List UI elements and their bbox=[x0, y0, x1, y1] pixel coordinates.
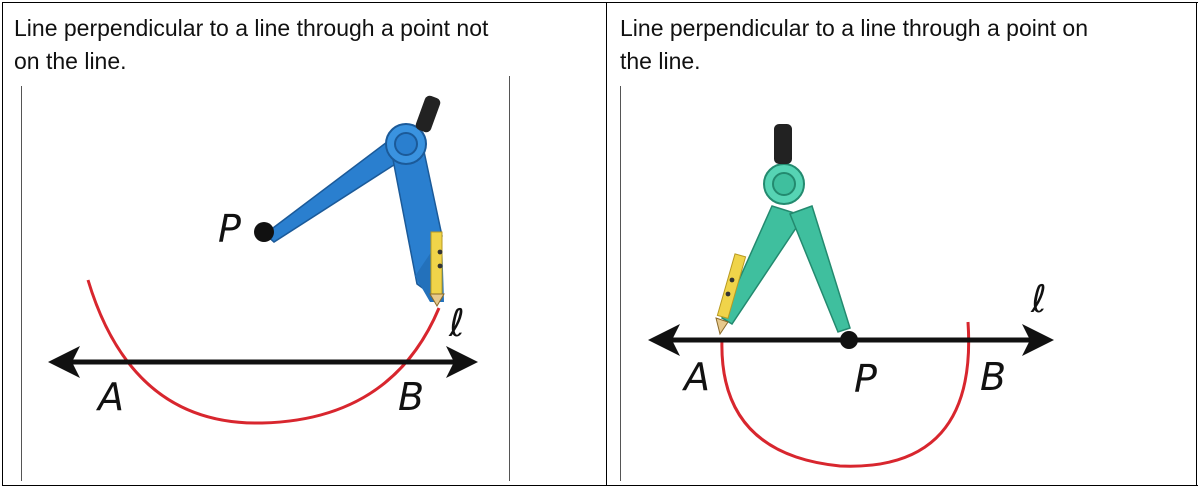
construction-diagram-right: A P B ℓ bbox=[648, 124, 1054, 468]
left-arrowhead bbox=[48, 346, 80, 378]
image-frame-right bbox=[509, 76, 510, 481]
point-label-p: P bbox=[854, 357, 877, 401]
cell-caption-line2: the line. bbox=[620, 48, 701, 74]
table-border-right bbox=[1196, 2, 1197, 486]
table-border-top bbox=[2, 2, 1198, 3]
cell-caption-line1: Line perpendicular to a line through a p… bbox=[620, 15, 1089, 41]
left-arrowhead bbox=[648, 324, 680, 356]
image-frame-left bbox=[21, 86, 22, 481]
point-label-a: A bbox=[681, 355, 710, 399]
arc bbox=[720, 321, 971, 468]
line-label-l: ℓ bbox=[448, 301, 465, 345]
cell-caption-line1: Line perpendicular to a line through a p… bbox=[14, 15, 489, 41]
arc bbox=[86, 279, 441, 425]
line-label-l: ℓ bbox=[1030, 277, 1047, 321]
compass-icon bbox=[715, 124, 858, 349]
point-label-b: B bbox=[980, 355, 1006, 399]
point-label-b: B bbox=[398, 375, 424, 419]
cell-caption-line2: on the line. bbox=[14, 48, 127, 74]
point-label-a: A bbox=[95, 375, 124, 419]
point-label-p: P bbox=[218, 207, 241, 251]
table-border-left bbox=[2, 2, 3, 486]
right-arrowhead bbox=[446, 346, 478, 378]
image-frame-left bbox=[620, 86, 621, 481]
compass-icon bbox=[254, 95, 445, 307]
table-border-middle bbox=[606, 2, 607, 486]
right-arrowhead bbox=[1022, 324, 1054, 356]
construction-diagram-left: P A B ℓ bbox=[48, 95, 478, 425]
